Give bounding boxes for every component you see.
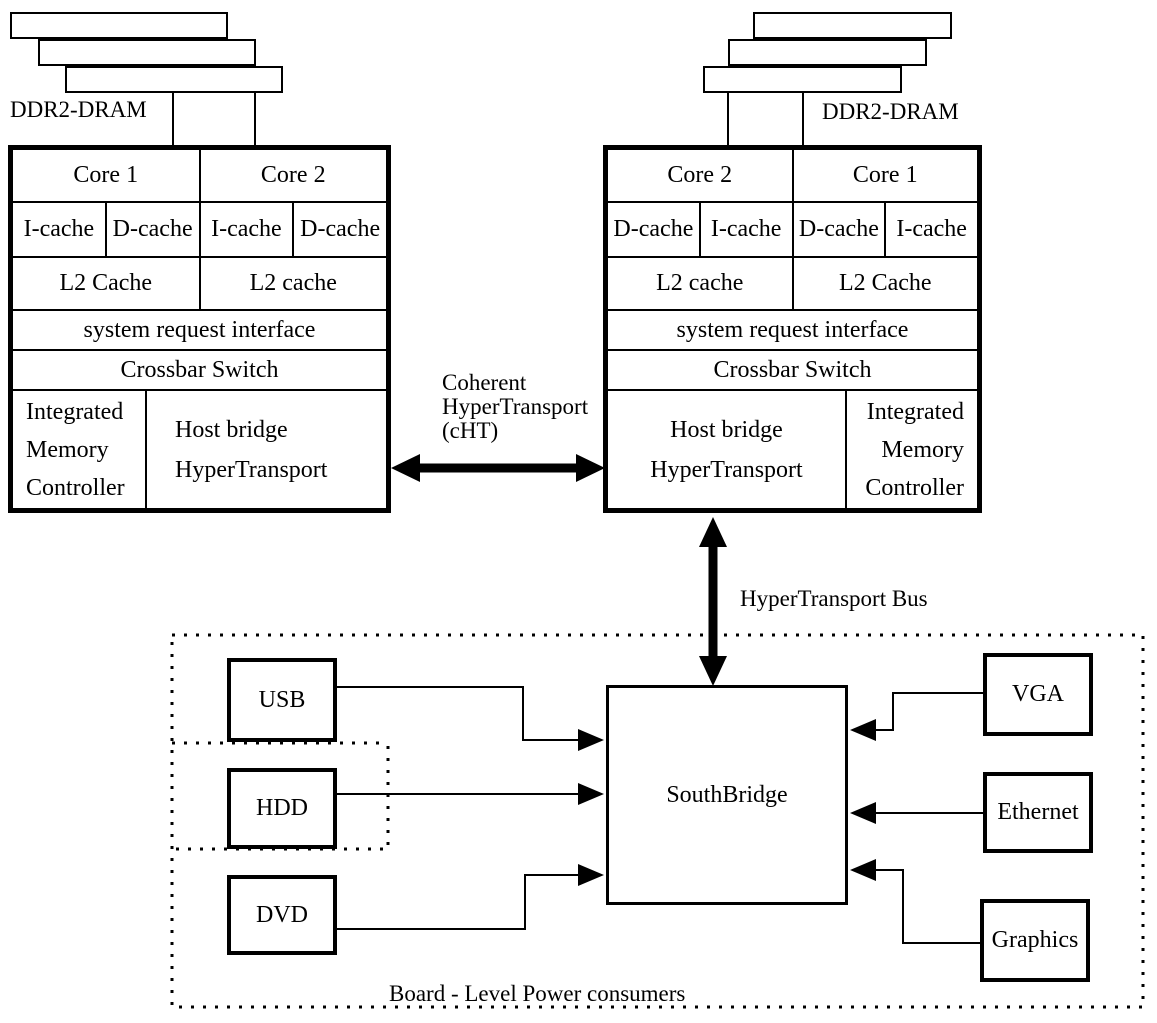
- hostbridge-line: Host bridge: [670, 416, 783, 443]
- southbridge-label: SouthBridge: [666, 781, 788, 808]
- graphics-connector: [876, 869, 980, 944]
- imc-line: Controller: [26, 474, 125, 501]
- dram-module: [38, 39, 256, 66]
- cpu-right-crossbar-cell: Crossbar Switch: [713, 356, 872, 383]
- cpu-right-bottom-row: Host bridge HyperTransport Integrated Me…: [608, 389, 977, 508]
- cpu-left-bottom-row: Integrated Memory Controller Host bridge…: [13, 389, 386, 508]
- imc-line: Controller: [865, 474, 964, 501]
- graphics-box: Graphics: [980, 899, 1090, 982]
- cpu-right-dcache2-cell: D-cache: [791, 203, 885, 256]
- graphics-arrowhead: [850, 859, 876, 881]
- cpu-left: Core 1 Core 2 I-cache D-cache I-cache D-…: [8, 145, 391, 513]
- cpu-right-core1-cell: Core 1: [791, 150, 978, 201]
- cpu-right-sri-row: system request interface: [608, 309, 977, 349]
- vga-box: VGA: [983, 653, 1093, 736]
- cpu-left-icache1-cell: I-cache: [23, 216, 95, 242]
- usb-arrowhead: [578, 729, 604, 751]
- cpu-left-dcache2-cell: D-cache: [292, 203, 386, 256]
- dram-module: [65, 66, 283, 93]
- cpu-right-icache2-cell: I-cache: [884, 203, 977, 256]
- cpu-right-imc-cell: Integrated Memory Controller: [845, 391, 977, 508]
- cpu-left-crossbar-cell: Crossbar Switch: [120, 356, 279, 383]
- ddr2-dram-label-right: DDR2-DRAM: [822, 99, 959, 124]
- cht-label: Coherent HyperTransport (cHT): [442, 371, 588, 443]
- cpu-right-cache-row: D-cache I-cache D-cache I-cache: [608, 201, 977, 256]
- dvd-connector: [337, 874, 578, 930]
- cpu-right-sri-cell: system request interface: [676, 316, 909, 343]
- cpu-left-icache2-cell: I-cache: [198, 203, 293, 256]
- ethernet-label: Ethernet: [997, 799, 1079, 825]
- ht-bus-label: HyperTransport Bus: [740, 586, 928, 611]
- ethernet-box: Ethernet: [983, 772, 1093, 853]
- cpu-left-crossbar-row: Crossbar Switch: [13, 349, 386, 389]
- cpu-left-sri-row: system request interface: [13, 309, 386, 349]
- cpu-right-l2-row: L2 cache L2 Cache: [608, 256, 977, 309]
- graphics-label: Graphics: [991, 927, 1079, 953]
- hdd-arrowhead: [578, 783, 604, 805]
- imc-line: Integrated: [866, 398, 964, 425]
- cpu-right-core-row: Core 2 Core 1: [608, 150, 977, 201]
- cpu-right-l2b-cell: L2 Cache: [791, 258, 978, 309]
- cpu-right-core2-cell: Core 2: [667, 162, 733, 188]
- vga-label: VGA: [1012, 681, 1064, 707]
- dram-module: [728, 39, 927, 66]
- cht-arrowhead-left: [391, 454, 420, 482]
- hdd-label: HDD: [256, 795, 308, 821]
- usb-connector: [337, 686, 578, 741]
- ht-bus-arrowhead-top: [699, 517, 727, 547]
- hdd-box: HDD: [227, 768, 337, 849]
- cpu-left-l2-row: L2 Cache L2 cache: [13, 256, 386, 309]
- hostbridge-line: HyperTransport: [175, 456, 328, 483]
- dvd-label: DVD: [256, 901, 308, 928]
- cpu-right-hostbridge-cell: Host bridge HyperTransport: [608, 391, 845, 508]
- vga-connector: [876, 692, 983, 731]
- hostbridge-line: HyperTransport: [650, 456, 803, 483]
- cpu-left-cache-row: I-cache D-cache I-cache D-cache: [13, 201, 386, 256]
- cpu-right-icache1-cell: I-cache: [698, 203, 792, 256]
- cpu-right-crossbar-row: Crossbar Switch: [608, 349, 977, 389]
- cpu-left-sri-cell: system request interface: [83, 316, 316, 343]
- cht-arrowhead-right: [576, 454, 605, 482]
- cpu-right-dcache1-cell: D-cache: [613, 216, 694, 242]
- board-power-label: Board - Level Power consumers: [389, 981, 686, 1006]
- ddr2-dram-label-left: DDR2-DRAM: [10, 97, 147, 122]
- imc-line: Memory: [881, 436, 964, 463]
- cpu-left-l2b-cell: L2 cache: [198, 258, 387, 309]
- usb-label: USB: [258, 686, 306, 713]
- cpu-right: Core 2 Core 1 D-cache I-cache D-cache I-…: [603, 145, 982, 513]
- dram-connector-lines: [172, 92, 804, 146]
- cpu-left-core1-cell: Core 1: [73, 162, 139, 188]
- vga-arrowhead: [850, 719, 876, 741]
- hostbridge-line: Host bridge: [175, 416, 288, 443]
- southbridge-box: SouthBridge: [606, 685, 848, 905]
- cht-label-line: HyperTransport: [442, 394, 589, 419]
- cht-label-line: Coherent: [442, 370, 527, 395]
- cpu-left-hostbridge-cell: Host bridge HyperTransport: [145, 391, 386, 508]
- cpu-left-core2-cell: Core 2: [198, 150, 387, 201]
- usb-box: USB: [227, 658, 337, 742]
- cpu-left-core-row: Core 1 Core 2: [13, 150, 386, 201]
- imc-line: Memory: [26, 436, 109, 463]
- cpu-right-l2a-cell: L2 cache: [656, 270, 744, 296]
- dvd-arrowhead: [578, 864, 604, 886]
- dram-module: [10, 12, 228, 39]
- dvd-box: DVD: [227, 875, 337, 955]
- cpu-left-dcache1-cell: D-cache: [104, 203, 199, 256]
- cht-label-line: (cHT): [442, 418, 499, 443]
- cpu-left-imc-cell: Integrated Memory Controller: [13, 391, 145, 508]
- dram-module: [703, 66, 902, 93]
- ethernet-arrowhead: [850, 802, 876, 824]
- cpu-left-l2a-cell: L2 Cache: [59, 270, 153, 296]
- ht-bus-arrowhead-bottom: [699, 656, 727, 686]
- dram-module: [753, 12, 952, 39]
- imc-line: Integrated: [26, 398, 124, 425]
